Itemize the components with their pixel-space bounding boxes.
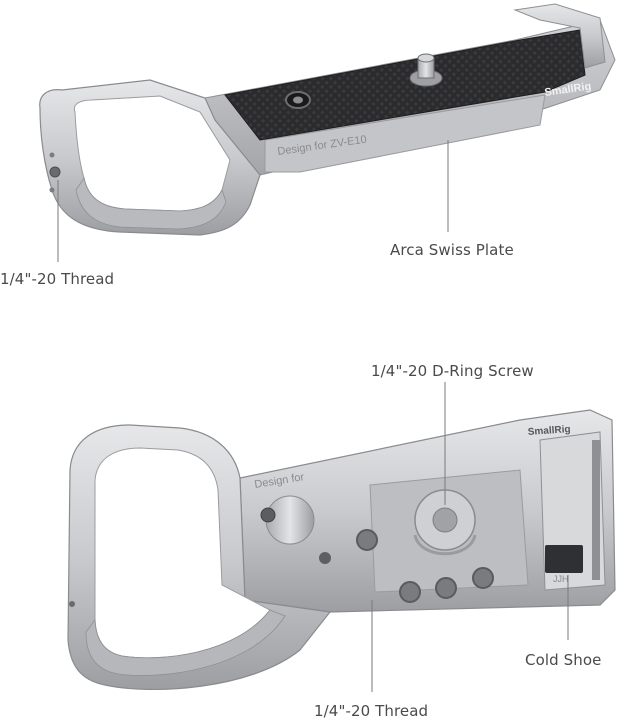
top-end-tab: [513, 3, 606, 69]
top-grip-inner-wall: [75, 176, 227, 230]
thread-hole-4: [472, 567, 494, 589]
cold-shoe-rail: [592, 440, 600, 580]
d-ring-screw-center: [432, 507, 458, 533]
thread-hole-3: [435, 577, 457, 599]
top-bracket: Design for ZV-E10 SmallRig: [39, 3, 616, 236]
d-ring: [413, 534, 477, 556]
cold-shoe-cutout: [545, 545, 583, 573]
bottom-brand-logo: SmallRig: [527, 424, 570, 438]
callout-bottom-thread: 1/4"-20 Thread: [314, 702, 429, 720]
top-thread-hole: [49, 166, 61, 178]
thread-hole-1: [356, 529, 378, 551]
top-callout-lines: [57, 140, 449, 262]
model-mark: JJH: [553, 574, 569, 584]
bottom-side-hole: [69, 601, 75, 607]
bottom-grip-inner-wall: [85, 609, 286, 676]
top-plate-rail: [264, 94, 546, 173]
bottom-large-hole: [319, 552, 331, 564]
top-screw-head: [417, 53, 435, 63]
callout-cold-shoe: Cold Shoe: [525, 651, 602, 669]
callout-top-thread: 1/4"-20 Thread: [0, 270, 115, 288]
callout-d-ring-screw: 1/4"-20 D-Ring Screw: [371, 362, 534, 380]
hinge-screw: [260, 507, 276, 523]
knurled-grip-pad: [224, 29, 586, 141]
pad-hole-inner: [293, 96, 303, 104]
thread-hole-2: [399, 581, 421, 603]
callout-arca-swiss-plate: Arca Swiss Plate: [390, 241, 514, 259]
bottom-bracket: Design for SmallRig JJH: [67, 409, 616, 691]
bottom-callout-lines: [371, 382, 569, 692]
